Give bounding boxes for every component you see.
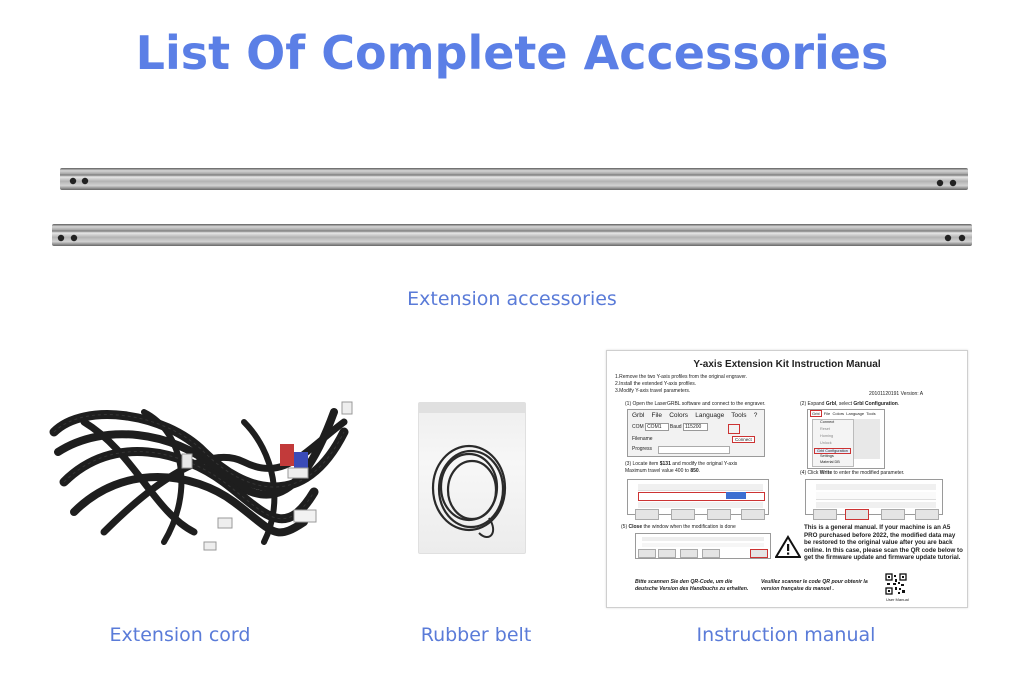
- instruction-manual-sheet: Y-axis Extension Kit Instruction Manual …: [606, 350, 968, 608]
- manual-warning-text: This is a general manual. If your machin…: [804, 524, 963, 562]
- manual-step-4: (4) Click Write to enter the modified pa…: [800, 470, 905, 476]
- manual-dropdown-item-material-db: Material DB: [820, 460, 840, 464]
- manual-sw-progress: Progress: [632, 446, 653, 452]
- manual-step-3: (3) Locate item $131 and modify the orig…: [625, 461, 738, 474]
- manual-title: Y-axis Extension Kit Instruction Manual: [693, 359, 881, 370]
- warning-icon: [774, 535, 802, 564]
- caption-instruction-manual: Instruction manual: [696, 624, 876, 646]
- manual-screenshot-dropdown: Grbl File Colors Language Tools Connect …: [807, 409, 885, 469]
- extension-cord-image: [44, 392, 356, 557]
- manual-step-5: (5) Close the window when the modificati…: [621, 524, 736, 530]
- caption-rubber-belt: Rubber belt: [420, 624, 532, 646]
- manual-dropdown-item-reset: Reset: [820, 427, 830, 431]
- manual-dropdown-item-grbl-config: Grbl Configuration: [814, 448, 851, 454]
- manual-intro-3: 3.Modify Y-axis travel parameters.: [615, 388, 691, 394]
- manual-intro-2: 2.Install the extended Y-axis profiles.: [615, 381, 697, 387]
- manual-qr-caption: User Manual: [886, 597, 909, 602]
- page-title: List Of Complete Accessories: [135, 26, 889, 80]
- manual-step-2: (2) Expand Grbl, select Grbl Configurati…: [800, 401, 900, 407]
- manual-dropdown-item-settings: Settings: [820, 454, 834, 458]
- manual-screenshot-close: [635, 533, 771, 559]
- manual-intro-1: 1.Remove the two Y-axis profiles from th…: [615, 374, 748, 380]
- caption-extension-accessories: Extension accessories: [407, 288, 617, 310]
- manual-sw-com-row: COM COM1 Baud 115200: [632, 423, 709, 431]
- caption-extension-cord: Extension cord: [109, 624, 251, 646]
- manual-step-1: (1) Open the LaserGRBL software and conn…: [625, 401, 766, 407]
- manual-sw-filename: Filename: [632, 436, 653, 442]
- manual-version: 20101120191 Version: A: [869, 391, 924, 397]
- rubber-belt-bag: [418, 402, 526, 554]
- manual-screenshot-connect: Grbl File Colors Language Tools ? COM CO…: [627, 409, 765, 457]
- manual-german-text: Bitte scannen Sie den QR-Code, um die de…: [635, 579, 749, 592]
- manual-french-text: Veuillez scanner le code QR pour obtenir…: [761, 579, 868, 592]
- manual-sw-menubar: Grbl File Colors Language Tools ?: [632, 412, 758, 419]
- aluminum-rail-bottom: [52, 222, 972, 248]
- manual-dropdown-item-unlock: Unlock: [820, 441, 832, 445]
- manual-dropdown-item-connect: Connect: [820, 420, 835, 424]
- qr-code-icon: [885, 573, 907, 600]
- manual-dropdown-menubar: Grbl File Colors Language Tools: [810, 410, 876, 417]
- manual-dropdown-item-homing: Homing: [820, 434, 834, 438]
- manual-sw-connect-tooltip: Connect: [732, 436, 755, 443]
- aluminum-rail-top: [60, 166, 968, 192]
